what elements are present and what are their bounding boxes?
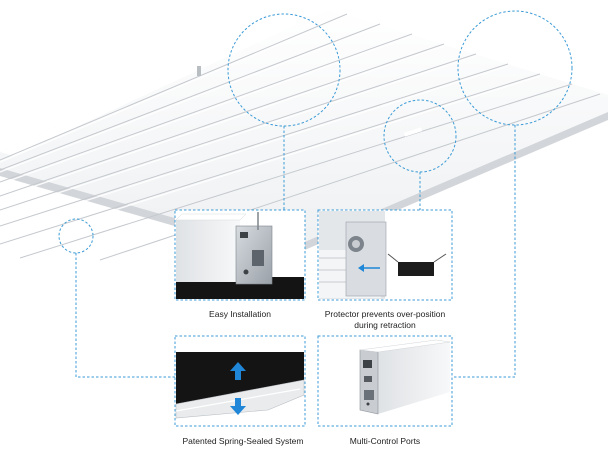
caption-easy-installation: Easy Installation bbox=[209, 309, 271, 319]
caption-spring-sealed: Patented Spring-Sealed System bbox=[182, 436, 304, 446]
feature-frame-easy-installation bbox=[174, 209, 306, 301]
callout-circle-spring bbox=[58, 218, 94, 254]
feature-frame-spring-sealed bbox=[174, 335, 306, 427]
ceiling-panel bbox=[0, 6, 608, 261]
caption-multi-control: Multi-Control Ports bbox=[349, 436, 421, 446]
arrow-up-icon bbox=[230, 362, 246, 380]
feature-frame-protector bbox=[317, 209, 453, 301]
feature-frame-multi-control bbox=[317, 335, 453, 427]
callout-connectors bbox=[75, 125, 516, 378]
caption-protector: Protector prevents over-position during … bbox=[324, 309, 446, 330]
arrow-down-icon bbox=[230, 398, 246, 415]
callout-circle-ports bbox=[457, 10, 573, 126]
